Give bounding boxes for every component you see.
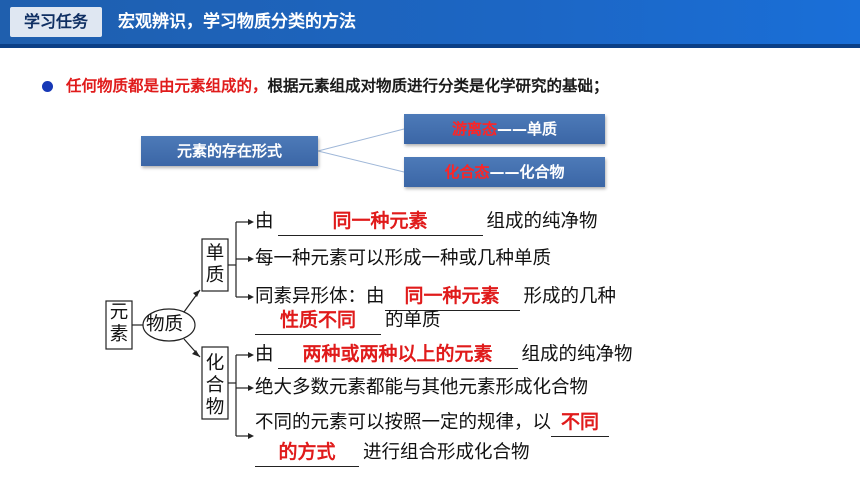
free-state-label: 游离态 xyxy=(451,120,497,138)
compound-line-2: 绝大多数元素都能与其他元素形成化合物 xyxy=(255,377,589,398)
compound-line-1: 由两种或两种以上的元素组成的纯净物 xyxy=(255,342,633,369)
hub-matter-label: 物质 xyxy=(146,314,184,335)
classification-tree-lines xyxy=(105,219,254,439)
header-bar xyxy=(0,0,860,44)
element-forms-box: 元素的存在形式 xyxy=(141,136,318,166)
bullet-rest: 根据元素组成对物质进行分类是化学研究的基础； xyxy=(267,77,609,95)
bullet-icon xyxy=(42,81,53,92)
free-state-box: 游离态——单质 xyxy=(404,114,605,144)
page-title: 宏观辨识，学习物质分类的方法 xyxy=(118,12,356,32)
free-state-result: ——单质 xyxy=(497,120,558,138)
answer-different-properties: 性质不同 xyxy=(279,310,356,331)
compound-line-4: 的方式进行组合形成化合物 xyxy=(255,440,530,467)
answer-manner: 的方式 xyxy=(278,442,336,463)
root-element-label: 元素 xyxy=(109,302,129,345)
simple-line-4: 性质不同的单质 xyxy=(255,308,441,335)
branch-compound-label: 化合物 xyxy=(205,353,225,418)
combined-state-result: ——化合物 xyxy=(489,163,565,181)
task-tag: 学习任务 xyxy=(10,7,102,37)
combined-state-box: 化合态——化合物 xyxy=(404,157,605,187)
answer-same-element-2: 同一种元素 xyxy=(404,286,500,307)
bullet-sentence: 任何物质都是由元素组成的，根据元素组成对物质进行分类是化学研究的基础； xyxy=(66,73,609,99)
compound-line-3: 不同的元素可以按照一定的规律，以不同 xyxy=(255,410,610,437)
answer-different-1: 不同 xyxy=(561,412,600,433)
header-divider xyxy=(0,44,860,48)
simple-line-3: 同素异形体：由同一种元素形成的几种 xyxy=(255,284,616,311)
bullet-highlight: 任何物质都是由元素组成的， xyxy=(66,77,268,95)
diagram-connectors xyxy=(317,128,405,173)
combined-state-label: 化合态 xyxy=(444,163,490,181)
simple-line-1: 由同一种元素组成的纯净物 xyxy=(255,209,598,236)
answer-same-element-1: 同一种元素 xyxy=(332,211,428,232)
branch-element-substance-label: 单质 xyxy=(205,243,225,286)
simple-line-2: 每一种元素可以形成一种或几种单质 xyxy=(255,248,552,269)
answer-two-or-more-elements: 两种或两种以上的元素 xyxy=(302,344,493,365)
